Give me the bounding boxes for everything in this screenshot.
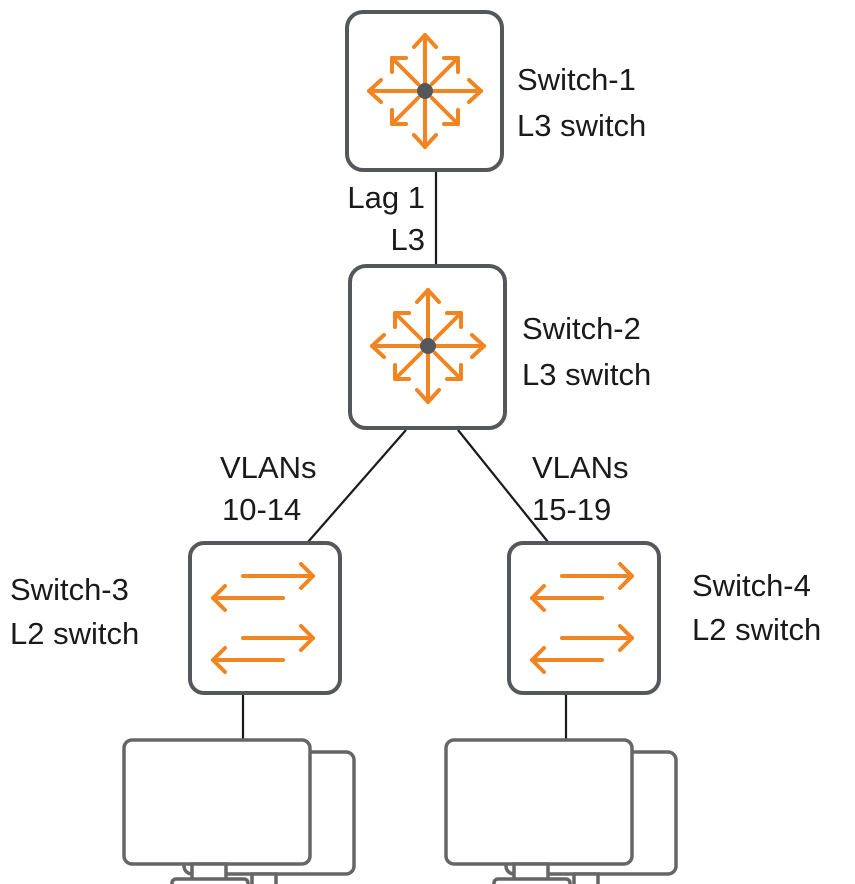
link-s2-s4-label-1: VLANs (532, 450, 628, 485)
link-s1-s2-label-2: L3 (391, 222, 425, 257)
switch-1-node[interactable] (345, 10, 504, 172)
link-s2-s4-label-2: 15-19 (532, 492, 611, 527)
switch-4-role: L2 switch (692, 612, 821, 647)
switch-3-role: L2 switch (10, 616, 139, 651)
switch-4-node[interactable] (507, 541, 661, 695)
switch-3-node[interactable] (188, 541, 342, 695)
computers-icon (122, 738, 356, 884)
switch-2-role: L3 switch (522, 357, 651, 392)
switch-1-name: Switch-1 (517, 62, 636, 97)
link-s2-s4 (457, 429, 549, 543)
link-s1-s2-label-1: Lag 1 (347, 180, 425, 215)
switch-1-role: L3 switch (517, 108, 646, 143)
link-s2-s3-label-1: VLANs (220, 450, 316, 485)
link-s2-s3 (307, 429, 407, 543)
computers-icon (444, 738, 678, 884)
switch-2-name: Switch-2 (522, 311, 641, 346)
switch-4-name: Switch-4 (692, 568, 811, 603)
link-s2-s3-label-2: 10-14 (222, 492, 301, 527)
switch-3-name: Switch-3 (10, 572, 129, 607)
switch-2-node[interactable] (348, 264, 507, 430)
